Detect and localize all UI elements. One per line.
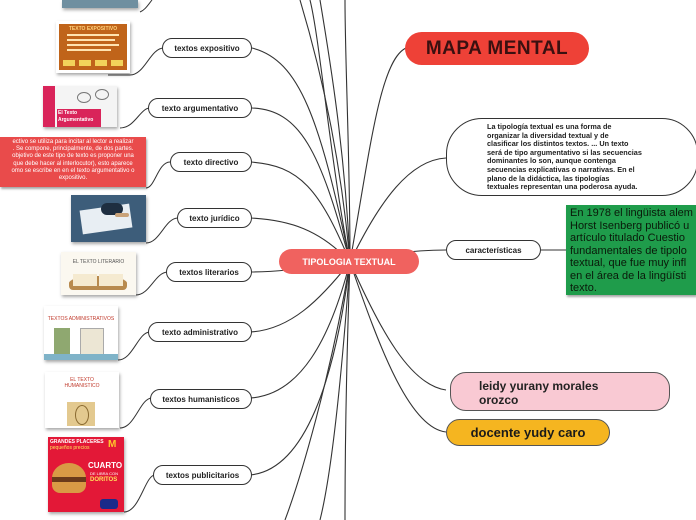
author-line-1: leidy yurany morales <box>479 379 599 393</box>
thumb-title: EL TEXTO <box>70 377 94 383</box>
docente-label: docente yudy caro <box>470 425 586 440</box>
note-line: ectivo se utiliza para incitar al lector… <box>12 139 134 145</box>
definition-line: organizar la diversidad textual y de <box>487 130 609 140</box>
branch-textos-literarios[interactable]: textos literarios <box>166 262 252 282</box>
ad-text: GRANDES PLACERES <box>50 439 104 445</box>
ad-text: pequeños precios <box>50 445 90 451</box>
branch-label: textos humanisticos <box>162 394 240 404</box>
expositivo-thumbnail: TEXTO EXPOSITIVO <box>56 21 130 73</box>
definition-line: secuencias explicativas o narrativas. En… <box>487 164 635 174</box>
branch-textos-humanisticos[interactable]: textos humanisticos <box>150 389 252 409</box>
note-line: textual, que fue muy infl <box>570 257 687 269</box>
literarios-thumbnail: EL TEXTO LITERARIO <box>61 252 136 295</box>
mapa-mental-node[interactable]: MAPA MENTAL <box>405 32 589 65</box>
caracteristicas-note[interactable]: En 1978 el lingüista alem Horst Isenberg… <box>566 205 696 295</box>
note-line: artículo titulado Cuestio <box>570 232 685 244</box>
mapa-mental-label: MAPA MENTAL <box>425 37 569 59</box>
branch-texto-administrativo[interactable]: texto administrativo <box>148 322 252 342</box>
central-topic-label: TIPOLOGIA TEXTUAL <box>302 256 396 267</box>
branch-textos-expositivo[interactable]: textos expositivo <box>162 38 252 58</box>
author-node[interactable]: leidy yurany morales orozco <box>450 372 670 411</box>
definition-line: La tipología textual es una forma de <box>487 122 612 131</box>
definition-line: será de tipo argumentativo si las secuen… <box>487 147 642 157</box>
author-line-2: orozco <box>479 393 519 407</box>
branch-label: texto jurídico <box>189 213 240 223</box>
definition-line: dominantes lo son, aunque contenga <box>487 156 616 166</box>
thumb-title: TEXTOS ADMINISTRATIVOS <box>47 316 115 322</box>
branch-label: texto administrativo <box>161 327 238 337</box>
directivo-note[interactable]: ectivo se utiliza para incitar al lector… <box>0 137 146 187</box>
note-line: objetivo de este tipo de texto es propon… <box>12 153 134 160</box>
mcdonalds-logo-icon: M <box>108 439 117 450</box>
definition-line: clasificar los distintos textos. ... Un … <box>487 139 629 149</box>
doritos-logo-icon <box>100 499 118 509</box>
note-line: fundamentales de tipolo <box>570 244 687 257</box>
branch-label: texto directivo <box>183 157 239 167</box>
ad-text: CUARTO <box>88 461 123 470</box>
thumb-title: Argumentativo <box>58 117 94 123</box>
thumb-title: TEXTO EXPOSITIVO <box>68 26 118 32</box>
note-line: Horst Isenberg publicó u <box>570 219 690 232</box>
note-line: omo se escribe en en el texto argumentat… <box>11 167 135 174</box>
argumentativo-thumbnail: El Texto Argumentativo <box>43 86 117 127</box>
note-line: expositivo. <box>58 175 88 182</box>
note-line: . Se compone, principalmente, de dos par… <box>12 146 134 153</box>
thumb-title: El Texto <box>58 110 78 116</box>
branch-label: textos literarios <box>179 267 239 277</box>
ad-text: DORITOS <box>90 477 118 483</box>
note-line: en el área de la lingüísti <box>570 269 687 282</box>
note-line: que debe hacer al interlocutor), esto ap… <box>13 160 133 167</box>
administrativo-thumbnail: TEXTOS ADMINISTRATIVOS <box>44 306 118 360</box>
definition-bubble[interactable]: La tipología textual es una forma de org… <box>446 118 696 196</box>
publicitarios-thumbnail: GRANDES PLACERES pequeños precios M CUAR… <box>48 437 124 512</box>
branch-label: textos publicitarios <box>165 470 240 480</box>
docente-node[interactable]: docente yudy caro <box>446 419 610 446</box>
branch-texto-juridico[interactable]: texto jurídico <box>177 208 252 228</box>
definition-line: plano de la didáctica, las tipologías <box>487 173 610 183</box>
humanisticos-thumbnail: EL TEXTO HUMANISTICO <box>45 372 119 428</box>
note-line: En 1978 el lingüista alem <box>570 207 693 219</box>
ad-text: DE LIBRA CON <box>90 471 119 476</box>
top-partial-thumbnail <box>62 0 138 8</box>
thumb-title: HUMANISTICO <box>64 383 100 389</box>
thumb-title: EL TEXTO LITERARIO <box>72 259 125 265</box>
branch-label: textos expositivo <box>174 43 240 53</box>
branch-textos-publicitarios[interactable]: textos publicitarios <box>153 465 252 485</box>
caracteristicas-node[interactable]: características <box>446 240 541 260</box>
note-line: texto. <box>570 282 597 294</box>
caracteristicas-label: características <box>465 245 522 255</box>
central-topic[interactable]: TIPOLOGIA TEXTUAL <box>279 249 419 274</box>
branch-texto-argumentativo[interactable]: texto argumentativo <box>148 98 252 118</box>
branch-texto-directivo[interactable]: texto directivo <box>170 152 252 172</box>
branch-label: texto argumentativo <box>161 103 239 113</box>
definition-line: textuales representan una poderosa ayuda… <box>487 182 638 192</box>
juridico-thumbnail <box>71 195 146 242</box>
